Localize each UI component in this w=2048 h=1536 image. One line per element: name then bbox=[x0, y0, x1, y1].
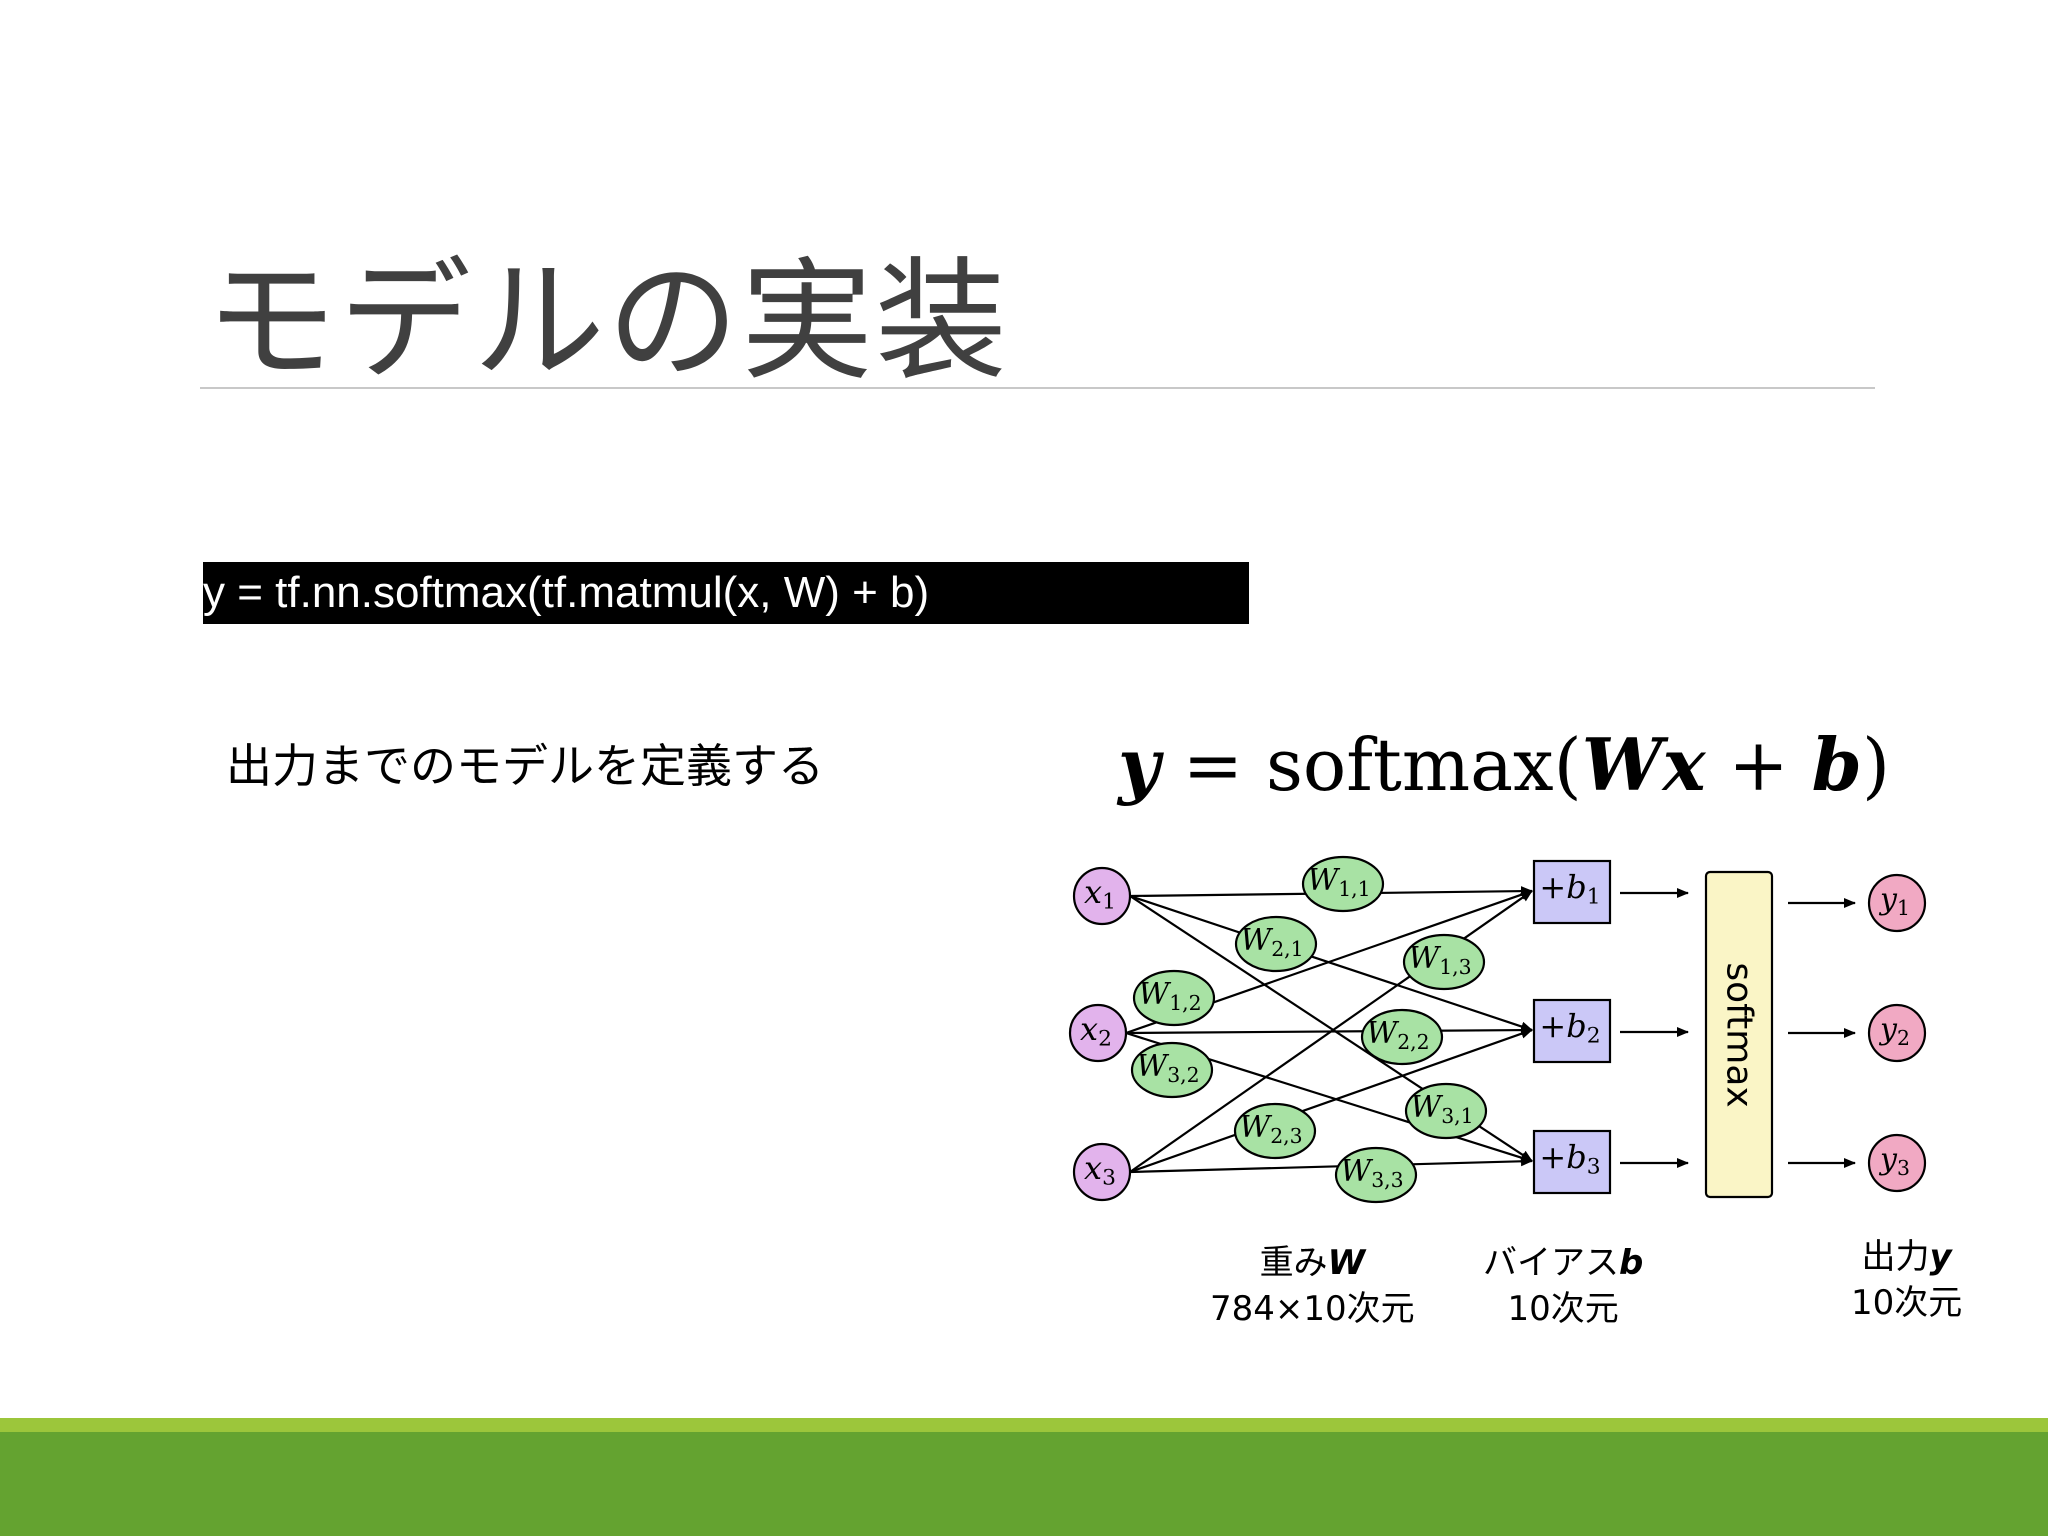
input-node-label: x1 bbox=[1084, 873, 1116, 914]
caption-bias-dims: 10次元 bbox=[1507, 1289, 1619, 1329]
bias-node-1: +b1 bbox=[1532, 859, 1612, 925]
caption-weights: 重みW 784×10次元 bbox=[1210, 1240, 1415, 1332]
weight-node-shape bbox=[1234, 915, 1318, 973]
weight-node-1: W1,1 bbox=[1301, 855, 1385, 913]
equation-wx: Wx bbox=[1581, 722, 1706, 807]
caption-bias-symbol: b bbox=[1619, 1243, 1644, 1283]
bias-node-2: +b2 bbox=[1532, 998, 1612, 1064]
weight-edge-2 bbox=[1129, 894, 1533, 1032]
description-text: 出力までのモデルを定義する bbox=[226, 739, 824, 793]
output-node-label: y2 bbox=[1878, 1012, 1910, 1051]
code-snippet: y = tf.nn.softmax(tf.matmul(x, W) + b) bbox=[203, 562, 1249, 624]
softmax-block-shape bbox=[1704, 870, 1774, 1199]
equation-plus: + bbox=[1705, 723, 1812, 807]
caption-output-label: 出力 bbox=[1861, 1237, 1930, 1277]
weight-node-label: W3,3 bbox=[1340, 1154, 1403, 1193]
caption-bias: バイアスb 10次元 bbox=[1483, 1240, 1643, 1332]
weight-node-shape bbox=[1233, 1102, 1317, 1160]
caption-output-dims: 10次元 bbox=[1851, 1283, 1963, 1323]
weight-node-9: W3,3 bbox=[1334, 1146, 1418, 1204]
weight-node-2: W2,1 bbox=[1234, 915, 1318, 973]
weight-node-label: W1,2 bbox=[1138, 977, 1201, 1016]
caption-output: 出力y 10次元 bbox=[1851, 1234, 1962, 1326]
equation-close: ) bbox=[1861, 723, 1891, 807]
weight-node-label: W2,2 bbox=[1366, 1016, 1429, 1055]
weight-node-label: W1,3 bbox=[1408, 941, 1471, 980]
bias-node-shape bbox=[1532, 1129, 1612, 1195]
weight-node-label: W3,2 bbox=[1136, 1049, 1199, 1088]
weight-edge-6 bbox=[1125, 1025, 1533, 1036]
weight-node-shape bbox=[1334, 1146, 1418, 1204]
output-node-label: y3 bbox=[1878, 1142, 1910, 1181]
weight-node-label: W2,3 bbox=[1239, 1110, 1302, 1149]
softmax-equation: y = softmax(Wx + b) bbox=[1118, 722, 1890, 807]
weight-node-shape bbox=[1130, 1041, 1214, 1099]
weight-node-label: W2,1 bbox=[1240, 923, 1303, 962]
input-node-shape bbox=[1072, 1142, 1132, 1202]
weight-node-6: W2,2 bbox=[1360, 1008, 1444, 1066]
output-node-shape bbox=[1867, 1003, 1927, 1063]
softmax-label: softmax bbox=[1719, 962, 1760, 1107]
weight-node-shape bbox=[1132, 969, 1216, 1027]
weight-edge-9 bbox=[1129, 1156, 1533, 1174]
title-divider bbox=[200, 387, 1875, 389]
weight-node-7: W3,1 bbox=[1404, 1082, 1488, 1140]
weight-node-8: W2,3 bbox=[1233, 1102, 1317, 1160]
weight-node-label: W3,1 bbox=[1410, 1090, 1473, 1129]
weight-node-5: W1,3 bbox=[1402, 933, 1486, 991]
equation-b: b bbox=[1811, 722, 1862, 807]
bias-node-label: +b2 bbox=[1539, 1007, 1600, 1048]
weight-edge-8 bbox=[1129, 1028, 1533, 1174]
weight-node-shape bbox=[1404, 1082, 1488, 1140]
weight-node-shape bbox=[1402, 933, 1486, 991]
diagram-nodes: x1 x2 x3 W1,1W2,1W1,2W3,2 W1,3W2,2W3,1W2,3W3… bbox=[1068, 855, 1927, 1204]
bias-node-shape bbox=[1532, 998, 1612, 1064]
footer-accent-bar bbox=[0, 1418, 2048, 1432]
caption-weights-dims: 784×10次元 bbox=[1210, 1289, 1415, 1329]
input-node-label: x3 bbox=[1084, 1149, 1116, 1190]
caption-weights-symbol: W bbox=[1327, 1243, 1366, 1283]
bias-node-3: +b3 bbox=[1532, 1129, 1612, 1195]
weight-node-shape bbox=[1301, 855, 1385, 913]
input-node-shape bbox=[1068, 1003, 1128, 1063]
weight-node-4: W3,2 bbox=[1130, 1041, 1214, 1099]
equation-softmax: = softmax( bbox=[1159, 723, 1582, 807]
output-node-2: y2 bbox=[1867, 1003, 1927, 1063]
output-node-label: y1 bbox=[1878, 882, 1910, 921]
caption-output-symbol: y bbox=[1929, 1237, 1952, 1277]
input-node-3: x3 bbox=[1072, 1142, 1132, 1202]
output-node-1: y1 bbox=[1867, 873, 1927, 933]
softmax-block: softmax bbox=[1704, 870, 1774, 1199]
output-node-3: y3 bbox=[1867, 1133, 1927, 1193]
input-node-label: x2 bbox=[1080, 1010, 1112, 1051]
weight-node-label: W1,1 bbox=[1307, 863, 1370, 902]
slide-title: モデルの実装 bbox=[205, 245, 1009, 399]
caption-weights-label: 重み bbox=[1259, 1243, 1328, 1283]
footer-bar bbox=[0, 1432, 2048, 1536]
caption-bias-label: バイアス bbox=[1483, 1243, 1619, 1283]
input-node-1: x1 bbox=[1072, 866, 1132, 926]
output-node-shape bbox=[1867, 1133, 1927, 1193]
equation-y: y bbox=[1118, 722, 1160, 807]
bias-node-label: +b1 bbox=[1539, 868, 1600, 909]
input-node-2: x2 bbox=[1068, 1003, 1128, 1063]
weight-node-3: W1,2 bbox=[1132, 969, 1216, 1027]
network-diagram: x1 x2 x3 W1,1W2,1W1,2W3,2 W1,3W2,2W3,1W2,3W3… bbox=[1068, 855, 1927, 1204]
input-node-shape bbox=[1072, 866, 1132, 926]
bias-node-shape bbox=[1532, 859, 1612, 925]
bias-node-label: +b3 bbox=[1539, 1138, 1600, 1179]
weight-node-shape bbox=[1360, 1008, 1444, 1066]
output-node-shape bbox=[1867, 873, 1927, 933]
